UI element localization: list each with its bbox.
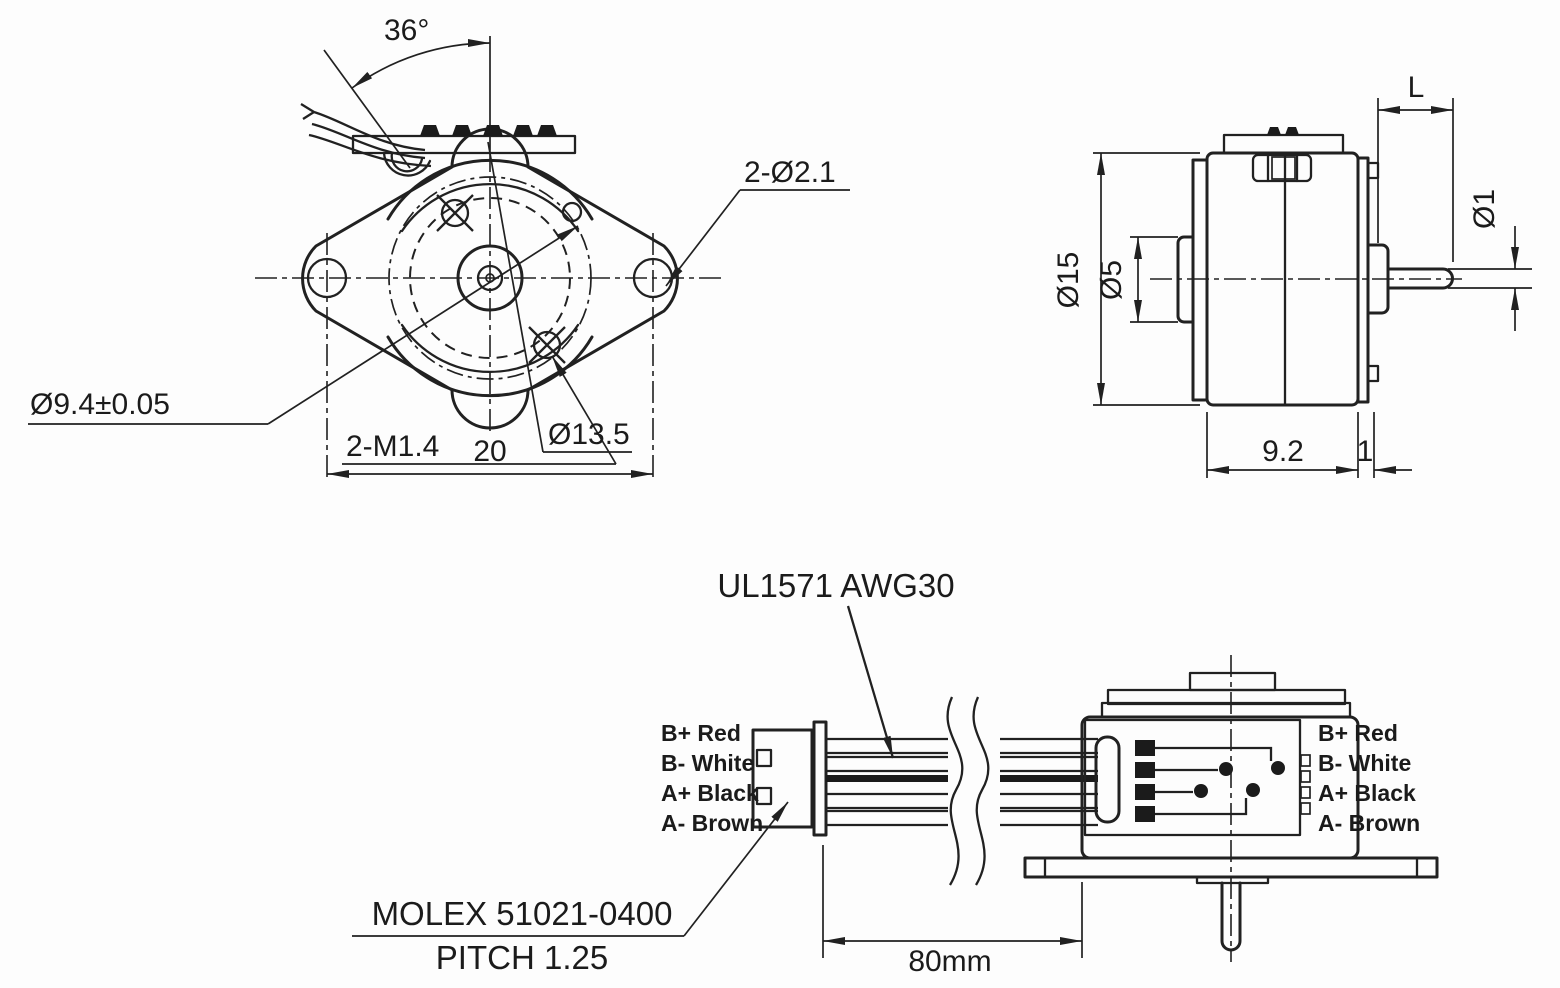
hole-spacing-dimension: 20 — [327, 435, 653, 478]
cable-spec-label: UL1571 AWG30 — [717, 567, 954, 604]
side-left-boss — [1176, 235, 1195, 324]
angle-dimension: 36° — [323, 14, 491, 169]
mount-holes-label: 2-Ø2.1 — [744, 156, 836, 189]
pilot-diameter-callout: Ø9.4±0.05 — [28, 225, 579, 425]
shaft-diameter-dimension: Ø1 — [1448, 189, 1532, 331]
shaft-diameter-label: Ø1 — [1468, 189, 1501, 229]
side-left-cap — [1191, 158, 1209, 402]
wire-label-left-b-minus: B- White — [661, 750, 754, 776]
cable-length-dimension: 80mm — [822, 845, 1083, 978]
pilot-hole-small — [561, 201, 583, 223]
boss-diameter-label: Ø5 — [1095, 260, 1128, 300]
front-view-centerlines — [255, 36, 725, 482]
wire-label-left-a-minus: A- Brown — [661, 810, 763, 836]
body-length-label: 9.2 — [1262, 435, 1304, 468]
break-line-right — [972, 696, 990, 886]
side-terminal-block — [1222, 127, 1345, 183]
flange-thickness-dimension: 1 — [1357, 412, 1412, 478]
strain-relief — [1094, 735, 1121, 824]
cable-length-label: 80mm — [908, 945, 991, 978]
wire-label-right-a-plus: A+ Black — [1318, 780, 1416, 806]
thread-hole-upper — [436, 194, 474, 232]
front-shaft-circle — [476, 264, 504, 292]
molex-connector — [751, 720, 828, 837]
cable-view: UL1571 AWG30 — [352, 567, 1439, 978]
screw-circle-dashed — [409, 197, 571, 359]
front-boss-circle — [456, 244, 524, 312]
hole-spacing-label: 20 — [473, 435, 506, 468]
terminal-strip — [351, 125, 577, 177]
body-length-dimension: 9.2 — [1206, 412, 1359, 478]
shaft-length-label: L — [1408, 71, 1425, 104]
bolt-circle-callout: Ø13.5 — [487, 141, 632, 453]
cable-spec-callout: UL1571 AWG30 — [717, 567, 955, 759]
mount-holes-callout: 2-Ø2.1 — [665, 156, 850, 287]
wire-label-left-b-plus: B+ Red — [661, 720, 741, 746]
wire-labels-right: B+ Red B- White A+ Black A- Brown — [1318, 720, 1420, 836]
side-shaft — [1386, 267, 1454, 290]
side-right-tab-bottom — [1366, 364, 1380, 383]
screw-thread-callout: 2-M1.4 — [342, 355, 617, 465]
angle-dimension-label: 36° — [384, 14, 429, 47]
side-view: Ø15 Ø5 L Ø1 9.2 1 — [1052, 71, 1532, 478]
front-view: 36° 20 Ø9.4±0.05 2-M1.4 Ø13.5 2-Ø2.1 — [28, 14, 850, 482]
side-shaft-boss — [1366, 243, 1390, 315]
wire-label-left-a-plus: A+ Black — [661, 780, 759, 806]
thread-hole-lower — [528, 326, 566, 364]
wire-labels-left: B+ Red B- White A+ Black A- Brown — [661, 720, 763, 836]
motor-top-view — [1023, 655, 1439, 962]
connector-label-line1: MOLEX 51021-0400 — [372, 895, 673, 932]
connector-callout: MOLEX 51021-0400 PITCH 1.25 — [352, 801, 789, 976]
wire-label-right-a-minus: A- Brown — [1318, 810, 1420, 836]
front-lead-wires — [300, 103, 432, 168]
break-line-left — [946, 696, 964, 886]
bolt-circle-label: Ø13.5 — [548, 418, 630, 451]
cable-wires — [826, 696, 1098, 886]
front-body-arcs — [386, 158, 594, 398]
boss-diameter-dimension: Ø5 — [1095, 236, 1178, 323]
wire-label-right-b-minus: B- White — [1318, 750, 1411, 776]
body-diameter-label: Ø15 — [1052, 252, 1085, 309]
shaft-length-dimension: L — [1377, 71, 1454, 262]
bolt-circle-dashed — [388, 176, 592, 380]
mount-hole-left — [306, 257, 348, 299]
wire-label-right-b-plus: B+ Red — [1318, 720, 1398, 746]
screw-thread-label: 2-M1.4 — [346, 430, 439, 463]
flange-thickness-label: 1 — [1357, 435, 1374, 468]
pilot-diameter-label: Ø9.4±0.05 — [30, 388, 170, 421]
connector-label-line2: PITCH 1.25 — [436, 939, 608, 976]
body-diameter-dimension: Ø15 — [1052, 152, 1200, 406]
